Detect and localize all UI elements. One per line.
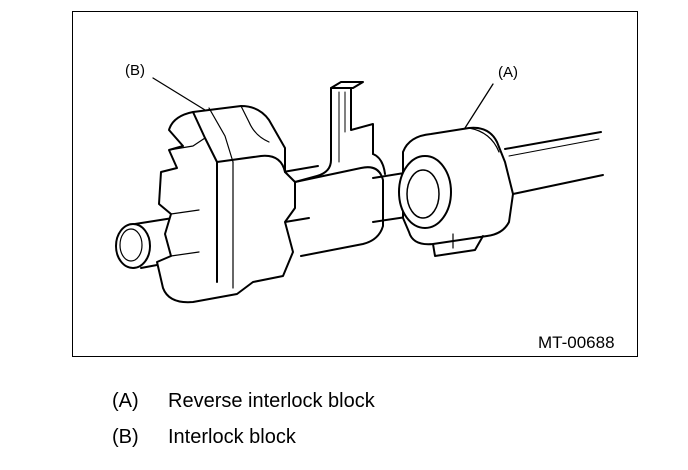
reverse-interlock-block bbox=[398, 126, 514, 257]
interlock-block bbox=[156, 105, 296, 304]
shaft-right bbox=[504, 131, 604, 195]
figure-code: MT-00688 bbox=[538, 333, 615, 352]
figure-frame: (B) (A) MT-00688 bbox=[72, 11, 638, 357]
legend-key: (A) bbox=[112, 390, 139, 412]
legend-text: Reverse interlock block bbox=[168, 390, 375, 412]
legend-key: (B) bbox=[112, 426, 139, 448]
interlock-assembly-illustration bbox=[115, 77, 604, 304]
leader-a bbox=[464, 83, 494, 129]
shaft-left-stub bbox=[115, 217, 174, 269]
callout-b-label: (B) bbox=[125, 62, 145, 79]
callout-leaders bbox=[152, 77, 494, 129]
legend-text: Interlock block bbox=[168, 426, 296, 448]
callout-a-label: (A) bbox=[498, 64, 518, 81]
shift-fork-arm bbox=[294, 81, 386, 257]
leader-b bbox=[152, 77, 206, 111]
